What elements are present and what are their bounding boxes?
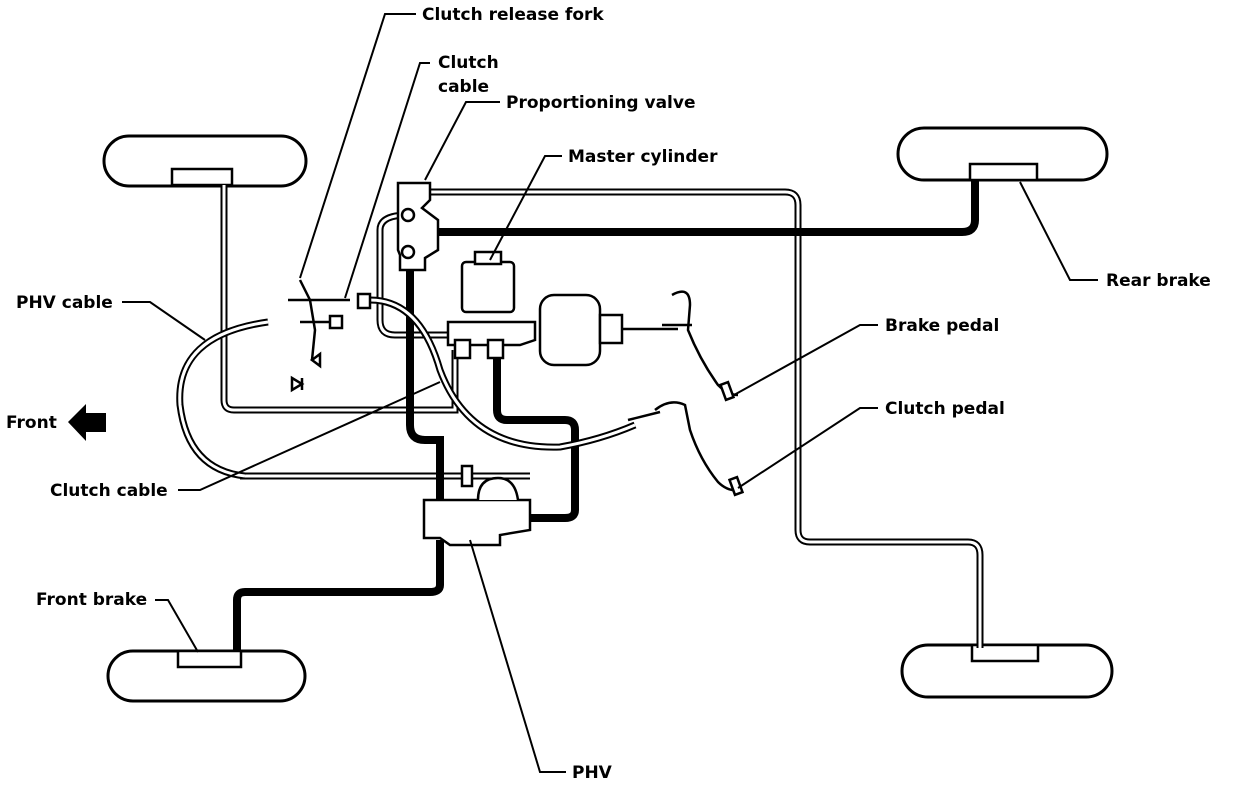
clutch-release-fork: [288, 279, 372, 393]
leader-clutch-pedal: [737, 407, 878, 489]
label-clutch-release-fork: Clutch release fork: [422, 5, 604, 25]
leader-front-brake: [155, 599, 199, 653]
brake-pedal: [662, 290, 739, 402]
leader-phv: [469, 539, 566, 773]
leader-clutch-cable-top: [344, 62, 430, 299]
clutch-pedal: [627, 401, 745, 497]
rear-right-wheel: [896, 126, 1109, 182]
front-brake-line-thick: [233, 540, 444, 652]
label-front-brake: Front brake: [36, 590, 147, 610]
label-phv: PHV: [572, 763, 613, 783]
leader-phv-cable: [122, 301, 206, 341]
master-cylinder: [446, 250, 537, 360]
label-clutch-cable-bottom: Clutch cable: [50, 481, 168, 501]
front-left-lower-wheel: [106, 649, 307, 703]
leader-brake-pedal: [733, 324, 878, 396]
label-master-cylinder: Master cylinder: [568, 147, 718, 167]
phv-unit: [422, 464, 532, 547]
label-clutch-cable-top-2: cable: [438, 77, 489, 97]
rear-right-lower-wheel: [900, 643, 1114, 699]
frame-line-left: [220, 185, 459, 414]
leader-master-cylinder: [489, 155, 562, 261]
brake-booster: [538, 293, 678, 367]
front-left-wheel: [102, 134, 308, 188]
label-proportioning-valve: Proportioning valve: [506, 93, 696, 113]
rear-brake-line-thick: [438, 180, 979, 236]
phv-cable-loop: [176, 318, 269, 480]
left-arrow-icon: [68, 404, 106, 441]
label-phv-cable: PHV cable: [16, 293, 113, 313]
master-to-phv-thick: [493, 355, 579, 522]
rear-brake-line-upper: [425, 188, 984, 648]
label-brake-pedal: Brake pedal: [885, 316, 999, 336]
leader-proportioning-valve: [424, 101, 500, 181]
clutch-cable-curve: [369, 296, 637, 451]
label-clutch-pedal: Clutch pedal: [885, 399, 1005, 419]
leader-clutch-release-fork: [299, 13, 416, 279]
prop-valve-side-line: [376, 211, 455, 339]
label-clutch-cable-top-1: Clutch: [438, 53, 499, 73]
leader-rear-brake: [1019, 181, 1098, 281]
phv-feed-line-thick: [406, 255, 444, 500]
label-rear-brake: Rear brake: [1106, 271, 1211, 291]
leader-clutch-cable-bottom: [178, 381, 441, 491]
proportioning-valve: [396, 181, 440, 272]
label-front: Front: [6, 413, 57, 433]
